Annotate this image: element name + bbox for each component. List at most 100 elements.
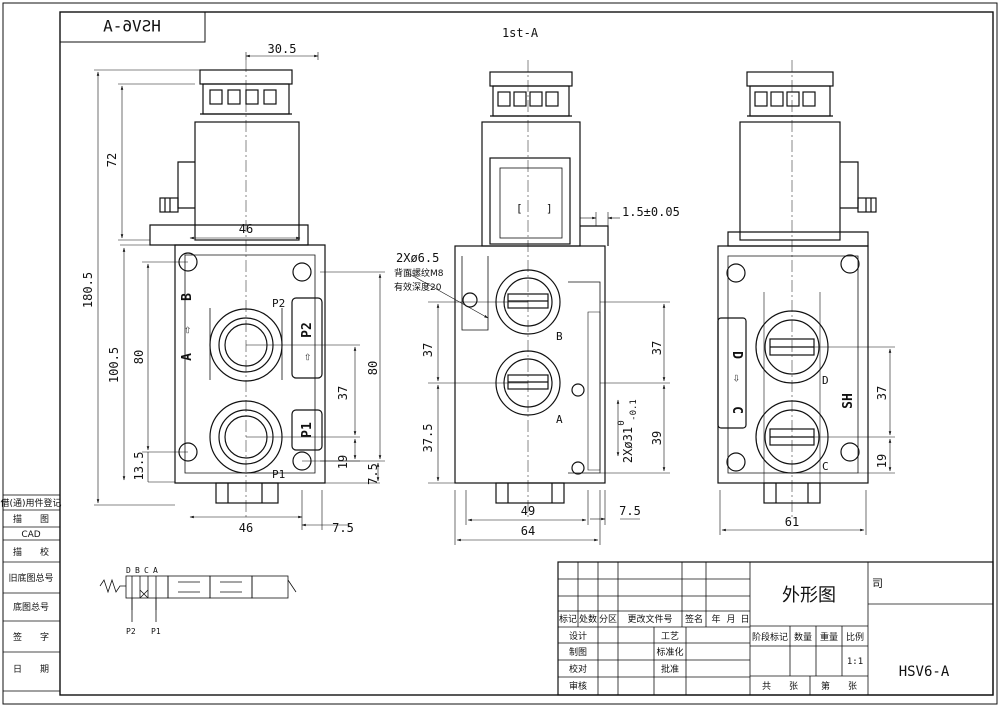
dim-front-port-pitch-right: 80 — [366, 361, 380, 375]
dim-front-bottom-port: 19 — [336, 455, 350, 469]
tb-row-check: 校对 — [569, 663, 587, 675]
mirrored-model-label: HSV6-A — [103, 17, 161, 36]
dim-side-left-upper: 37 — [421, 343, 435, 357]
tb-row-draw: 制图 — [569, 646, 587, 658]
stamp-row-4: 旧底图总号 — [8, 572, 53, 584]
rear-arrow: ⇨ — [730, 374, 744, 382]
tb-col-doc: 更改文件号 — [627, 613, 672, 625]
tb-stage-mark: 阶段标记 — [752, 631, 788, 643]
valve-schematic — [99, 575, 297, 622]
side-view: [ ] — [454, 60, 609, 520]
dim-front-coil-height: 72 — [105, 153, 119, 167]
side-label-a: A — [556, 413, 563, 426]
dim-side-oring: 2Xø31 — [621, 427, 635, 463]
front-arrow-up: ⇨ — [180, 326, 194, 334]
title-block — [557, 561, 994, 696]
dim-rear-upper: 37 — [875, 386, 889, 400]
front-label-b: B — [180, 293, 195, 301]
side-label-b: B — [556, 330, 563, 343]
scale-value: 1:1 — [847, 657, 863, 667]
schematic-label-b: B — [135, 566, 140, 575]
dim-side-hole: 2Xø6.5 — [396, 251, 439, 265]
view-title: 1st-A — [502, 26, 539, 40]
dim-front-body-width: 46 — [239, 222, 253, 236]
svg-text:]: ] — [546, 202, 553, 215]
schematic-label-d: D — [126, 566, 131, 575]
dim-side-right-upper: 37 — [650, 341, 664, 355]
company-name: 司 — [872, 577, 883, 590]
rear-label-d-box: D — [729, 351, 744, 359]
stamp-row-6: 签 字 — [13, 631, 49, 643]
schematic-label-c: C — [144, 566, 149, 575]
stamp-row-3: 描 校 — [13, 546, 49, 558]
front-label-p1-box: P1 — [300, 422, 315, 438]
rear-label-c: C — [822, 460, 829, 473]
tb-stage-qty: 数量 — [794, 631, 812, 643]
schematic-label-p2: P2 — [126, 627, 136, 636]
front-arrow-p2: ⇨ — [300, 353, 314, 361]
dim-front-top-width: 30.5 — [268, 42, 297, 56]
stamp-row-7: 日 期 — [13, 664, 49, 675]
dim-side-thread-2: 有效深度20 — [394, 281, 442, 293]
dim-front-bottom-offset: 7.5 — [332, 521, 354, 535]
stamp-row-2: CAD — [21, 530, 40, 540]
front-label-p2: P2 — [272, 297, 285, 310]
svg-text:[: [ — [516, 202, 523, 215]
tb-col-month: 月 — [726, 614, 735, 625]
dim-side-width-49: 49 — [521, 504, 535, 518]
dim-side-offset: 7.5 — [619, 504, 641, 518]
tb-sheet-no: 第 张 — [821, 680, 857, 692]
stamp-row-1: 描 图 — [13, 513, 49, 525]
tb-stage-scale: 比例 — [846, 631, 864, 643]
dim-side-thread-1: 背面螺纹M8 — [394, 267, 444, 279]
dim-side-left-lower: 37.5 — [421, 424, 435, 453]
schematic-label-a: A — [153, 566, 158, 575]
rear-label-d: D — [822, 374, 829, 387]
front-view — [149, 60, 326, 520]
tb-col-day: 日 — [740, 614, 749, 625]
front-label-p2-box: P2 — [300, 322, 315, 338]
tb-mid-standard: 标准化 — [656, 646, 683, 658]
dim-side-oring-tol-bot: -0.1 — [629, 399, 639, 421]
tb-mid-approve: 批准 — [661, 663, 679, 675]
dim-side-oring-tol-top: 0 — [617, 420, 627, 425]
dim-front-lower-port: 37 — [336, 386, 350, 400]
dim-front-total-height: 180.5 — [81, 272, 95, 308]
side-dimensions — [405, 212, 670, 545]
tb-row-design: 设计 — [569, 630, 587, 642]
schematic-label-p1: P1 — [151, 627, 161, 636]
stamp-row-5: 底图总号 — [13, 601, 49, 613]
tb-stage-weight: 重量 — [820, 631, 838, 643]
front-label-a: A — [180, 353, 195, 361]
tb-col-count: 处数 — [579, 613, 597, 625]
dim-front-port-span: 100.5 — [107, 347, 121, 383]
dim-side-right-lower: 39 — [650, 431, 664, 445]
tb-col-zone: 分区 — [599, 614, 617, 625]
drawing-name: 外形图 — [782, 585, 836, 606]
front-dimensions — [94, 52, 385, 530]
tb-sheets-total: 共 张 — [762, 681, 798, 692]
tb-row-review: 审核 — [569, 680, 587, 692]
dim-rear-lower: 19 — [875, 454, 889, 468]
dim-side-width-64: 64 — [521, 524, 535, 538]
rear-label-c-box: C — [729, 406, 744, 414]
rear-dimensions — [719, 346, 895, 535]
left-stamp — [2, 494, 61, 692]
drawing-number: HSV6-A — [899, 664, 950, 680]
rear-label-sh: SH — [841, 393, 856, 409]
tb-col-mark: 标记 — [559, 613, 577, 625]
dim-side-flange: 1.5±0.05 — [622, 205, 680, 219]
tb-col-year: 年 — [711, 613, 720, 625]
front-label-p1: P1 — [272, 468, 285, 481]
stamp-row-0: 借(通)用件登记 — [0, 497, 61, 509]
tb-mid-process: 工艺 — [661, 631, 679, 642]
dim-front-bottom-width: 46 — [239, 521, 253, 535]
dim-front-bottom-small: 7.5 — [366, 463, 380, 485]
tb-col-sign: 签名 — [685, 613, 703, 625]
dim-front-port-pitch: 80 — [132, 350, 146, 364]
rear-view — [717, 60, 877, 520]
dim-rear-width: 61 — [785, 515, 799, 529]
dim-front-low-left: 13.5 — [132, 452, 146, 481]
